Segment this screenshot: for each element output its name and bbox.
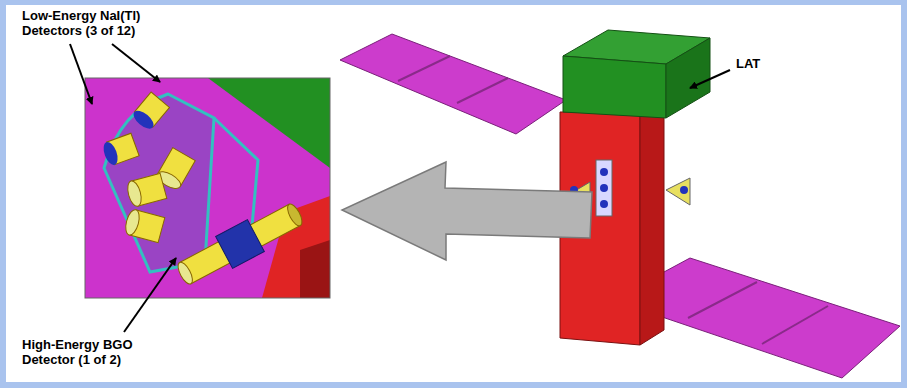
solar-array xyxy=(340,34,900,378)
detector-inset xyxy=(85,78,330,298)
lat-instrument xyxy=(563,30,710,118)
instrument-label: LAT xyxy=(736,56,796,71)
zoom-arrow xyxy=(342,162,592,260)
detector-label: High-Energy BGO Detector (1 of 2) xyxy=(22,337,152,367)
detector-label: Low-Energy NaI(Tl) Detectors (3 of 12) xyxy=(22,8,172,38)
background xyxy=(6,5,901,382)
leader-lines xyxy=(70,44,730,332)
bgo-detector xyxy=(172,197,307,292)
